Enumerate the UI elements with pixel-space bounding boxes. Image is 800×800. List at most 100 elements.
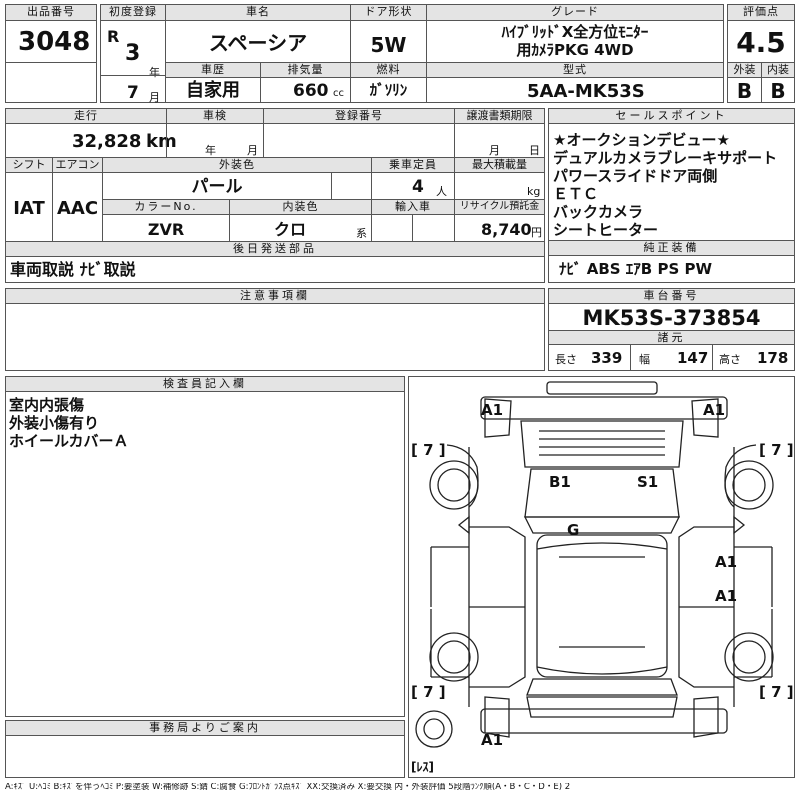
- equipment-cell: 純正装備 ﾅﾋﾞ ABS ｴｱB PS PW: [548, 240, 795, 283]
- month-unit: 月: [149, 91, 160, 104]
- car-name: スペーシア: [208, 31, 308, 55]
- displacement-label: 排気量: [261, 63, 350, 78]
- door-type: 5W: [370, 33, 407, 57]
- mileage-unit: km: [146, 131, 177, 152]
- recycle-label: リサイクル預託金: [455, 200, 544, 215]
- inspector-note: ホイールカバーＡ: [9, 432, 129, 450]
- recycle-value: 8,740: [481, 220, 532, 239]
- lot-number: 3048: [18, 27, 91, 57]
- transfer-day-unit: 日: [529, 144, 540, 157]
- specs-label: 諸元: [549, 330, 794, 345]
- transfer-month-unit: 月: [489, 144, 500, 157]
- width-value: 147: [677, 349, 709, 367]
- grade-cell: グレード ﾊｲﾌﾞﾘｯﾄﾞX全方位ﾓﾆﾀｰ 用ｶﾒﾗPKG 4WD: [426, 4, 724, 63]
- rear-bumper-outline: [480, 708, 728, 734]
- door-cell: ドア形状 5W: [350, 4, 427, 63]
- floor-label: G: [567, 521, 579, 539]
- interior-color-value: クロ: [273, 220, 306, 239]
- capacity-cell: 乗車定員 4 人: [371, 157, 455, 200]
- car-diagram: A1 A1 [ 7 ] [ 7 ] B1 S1 G A1 A1 [ 7 ] [ …: [411, 381, 794, 774]
- lot-number-label: 出品番号: [6, 5, 96, 21]
- width-label: 幅: [639, 353, 650, 366]
- year-unit: 年: [149, 66, 160, 79]
- model-cell: 型式 5AA-MK53S: [426, 62, 724, 103]
- spare-label: [ﾚｽ]: [411, 760, 434, 774]
- history-value: 自家用: [186, 80, 240, 101]
- history-cell: 車歴 自家用: [165, 62, 261, 103]
- legend: A:ｷｽﾞ U:ﾍｺﾐ B:ｷｽﾞを伴うﾍｺﾐ P:要塗装 W:補修跡 S:錆 …: [5, 783, 571, 792]
- tire-rl-circle: [429, 632, 479, 682]
- sales-point-item: バックカメラ: [553, 203, 644, 221]
- sales-points-cell: セールスポイント ★オークションデビュー★ デュアルカメラブレーキサポート パワ…: [548, 108, 795, 241]
- inspection-label: 車検: [167, 109, 263, 124]
- tire-fr-circle: [724, 460, 774, 510]
- sales-point-item: シートヒーター: [553, 221, 659, 239]
- history-label: 車歴: [166, 63, 260, 78]
- sales-point-item: デュアルカメラブレーキサポート: [553, 149, 778, 167]
- tire-fl-label: [ 7 ]: [411, 441, 446, 459]
- color-no-label: カラーNo.: [103, 200, 229, 215]
- sales-point-item: ＥＴＣ: [553, 185, 599, 203]
- hood-outline: [520, 420, 684, 468]
- tire-rr-label: [ 7 ]: [759, 683, 794, 701]
- fuel-label: 燃料: [351, 63, 426, 78]
- lot-number-empty: [5, 62, 97, 103]
- front-bumper-outline: [480, 396, 728, 420]
- import-cell: 輸入車: [371, 199, 455, 242]
- mileage-label: 走行: [6, 109, 166, 124]
- inspector-label: 検査員記入欄: [6, 377, 404, 392]
- transfer-label: 譲渡書類期限: [455, 109, 544, 124]
- fuel-value: ｶﾞｿﾘﾝ: [369, 81, 408, 99]
- caution-label: 注意事項欄: [6, 289, 544, 304]
- right-door-front-label: A1: [715, 553, 737, 571]
- capacity-label: 乗車定員: [372, 158, 454, 173]
- interior-label: 内装: [762, 63, 794, 78]
- inspection-year-unit: 年: [205, 144, 216, 157]
- inspection-month-unit: 月: [247, 144, 258, 157]
- first-registration-cell: 初度登録 R 3 年 7 月: [100, 4, 166, 103]
- front-right-label: A1: [703, 401, 725, 419]
- inspector-note: 外装小傷有り: [9, 414, 100, 432]
- fuel-cell: 燃料 ｶﾞｿﾘﾝ: [350, 62, 427, 103]
- shift-cell: シフト IAT: [5, 157, 53, 242]
- capacity-unit: 人: [436, 185, 447, 198]
- score-cell: 評価点 4.5: [727, 4, 795, 63]
- reg-month: 7: [127, 83, 139, 103]
- load-cell: 最大積載量 kg: [454, 157, 545, 200]
- car-name-label: 車名: [166, 5, 350, 21]
- color-label: 外装色: [103, 158, 371, 173]
- interior-grade-cell: 内装 B: [761, 62, 795, 103]
- interior-color-cell: 内装色 クロ 系: [229, 199, 372, 242]
- door-label: ドア形状: [351, 5, 426, 21]
- tire-fl-circle: [429, 460, 479, 510]
- mileage-value: 32,828: [72, 131, 142, 152]
- car-name-cell: 車名 スペーシア: [165, 4, 351, 63]
- color-no-value: ZVR: [147, 220, 185, 239]
- ac-value: AAC: [56, 198, 99, 219]
- sales-point-item: パワースライドドア両側: [553, 167, 718, 185]
- later-parts-label: 後日発送部品: [6, 242, 544, 257]
- sales-points-label: セールスポイント: [549, 109, 794, 124]
- right-door-rear-label: A1: [715, 587, 737, 605]
- interior-color-label: 内装色: [230, 200, 371, 215]
- registration-label: 登録番号: [264, 109, 454, 124]
- displacement-value: 660: [293, 81, 329, 101]
- sales-point-item: ★オークションデビュー★: [553, 131, 730, 149]
- inspection-cell: 車検 年 月: [166, 108, 264, 158]
- transfer-cell: 譲渡書類期限 月 日: [454, 108, 545, 158]
- tire-fr-label: [ 7 ]: [759, 441, 794, 459]
- score-label: 評価点: [728, 5, 794, 21]
- equipment-label: 純正装備: [549, 241, 794, 256]
- ac-cell: エアコン AAC: [52, 157, 103, 242]
- length-label: 長さ: [555, 353, 577, 366]
- color-no-cell: カラーNo. ZVR: [102, 199, 230, 242]
- shift-value: IAT: [13, 198, 45, 219]
- registration-cell: 登録番号: [263, 108, 455, 158]
- recycle-unit: 円: [531, 226, 542, 239]
- inspector-note: 室内内張傷: [9, 396, 85, 414]
- front-left-label: A1: [481, 401, 503, 419]
- office-label: 事務局よりご案内: [6, 721, 404, 736]
- caution-cell: 注意事項欄: [5, 288, 545, 371]
- mileage-cell: 走行 32,828 km: [5, 108, 177, 158]
- first-reg-label: 初度登録: [101, 5, 165, 21]
